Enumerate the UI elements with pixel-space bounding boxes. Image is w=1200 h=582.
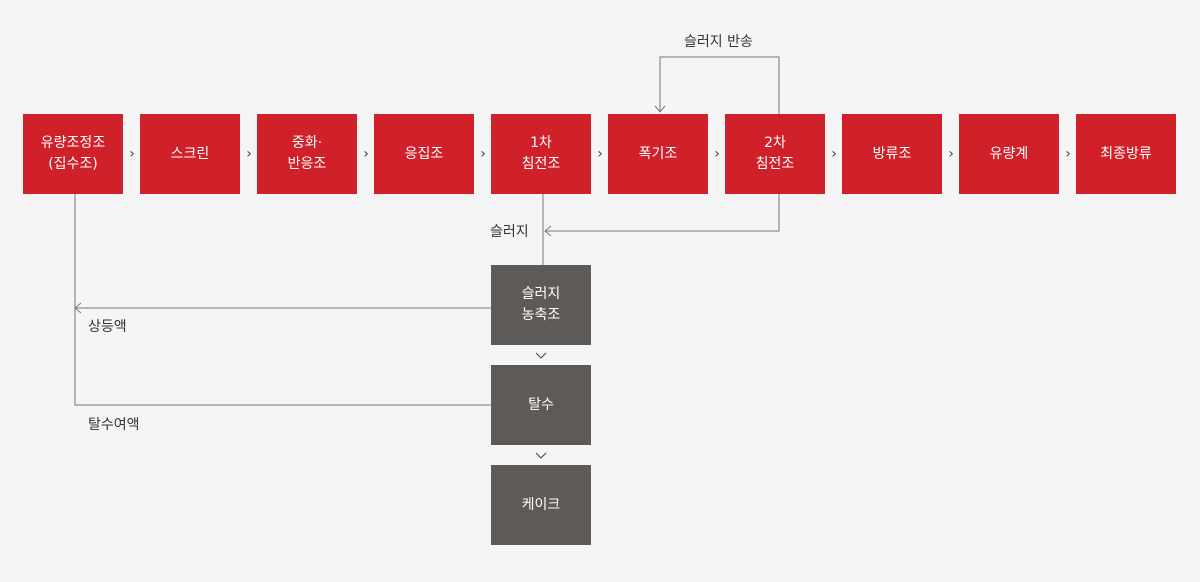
secondary-sludge-line <box>545 194 780 232</box>
filtrate-line <box>74 194 491 406</box>
chevron-right-icon: › <box>363 146 369 162</box>
process-step-screen: 스크린 <box>140 114 240 194</box>
supernatant-label: 상등액 <box>88 319 127 335</box>
process-step-discharge-tank: 방류조 <box>842 114 942 194</box>
sludge-step-cake: 케이크 <box>491 465 591 545</box>
secondary-sludge-arrowhead <box>544 225 552 237</box>
chevron-down-icon <box>535 352 547 359</box>
return-sludge-label: 슬러지 반송 <box>684 34 753 50</box>
chevron-down-icon <box>535 452 547 459</box>
process-step-flow-equalization: 유량조정조 (집수조) <box>23 114 123 194</box>
chevron-right-icon: › <box>129 146 135 162</box>
chevron-right-icon: › <box>831 146 837 162</box>
chevron-right-icon: › <box>480 146 486 162</box>
return-sludge-line <box>659 56 780 114</box>
sludge-step-dewatering: 탈수 <box>491 365 591 445</box>
chevron-right-icon: › <box>246 146 252 162</box>
return-sludge-arrowhead <box>654 105 666 113</box>
process-step-primary-clarifier: 1차 침전조 <box>491 114 591 194</box>
filtrate-label: 탈수여액 <box>88 417 140 433</box>
sludge-label: 슬러지 <box>490 224 529 240</box>
process-step-secondary-clarifier: 2차 침전조 <box>725 114 825 194</box>
process-step-flow-meter: 유량계 <box>959 114 1059 194</box>
process-step-neutralization: 중화· 반응조 <box>257 114 357 194</box>
chevron-right-icon: › <box>597 146 603 162</box>
process-step-aeration: 폭기조 <box>608 114 708 194</box>
chevron-right-icon: › <box>948 146 954 162</box>
process-step-final-discharge: 최종방류 <box>1076 114 1176 194</box>
process-step-coagulation: 응집조 <box>374 114 474 194</box>
chevron-right-icon: › <box>1065 146 1071 162</box>
sludge-step-thickener: 슬러지 농축조 <box>491 265 591 345</box>
chevron-right-icon: › <box>714 146 720 162</box>
